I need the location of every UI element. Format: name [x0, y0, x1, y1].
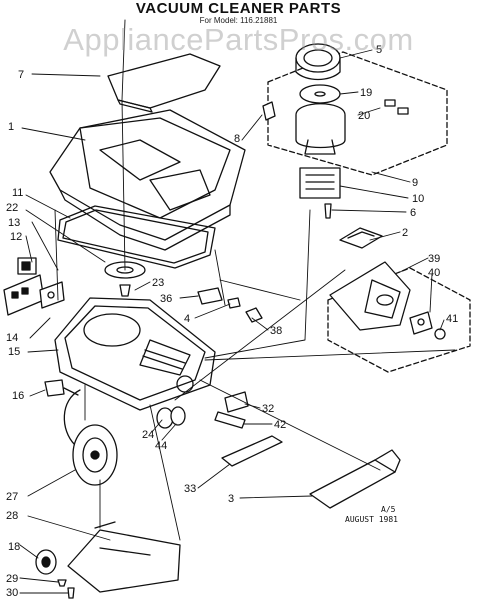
- part-switch-12: [17, 257, 37, 275]
- part-filter-pad: [339, 227, 383, 249]
- part-latch-32: [224, 391, 249, 413]
- part-wheel: [35, 549, 57, 575]
- watermark-text: AppliancePartsPros.com: [63, 22, 414, 57]
- callout-27: 27: [6, 491, 18, 503]
- callout-32: 32: [262, 403, 274, 415]
- part-8: [262, 101, 276, 121]
- revision-date: AUGUST 1981: [345, 515, 398, 524]
- callout-6: 6: [410, 207, 416, 219]
- callout-20: 20: [358, 110, 370, 122]
- part-hood: [49, 109, 246, 251]
- part-fan-cover: [295, 43, 341, 81]
- callout-38: 38: [270, 325, 282, 337]
- callout-1: 1: [8, 121, 14, 133]
- callout-13: 13: [8, 217, 20, 229]
- part-brushes: [384, 99, 409, 115]
- callout-33: 33: [184, 483, 196, 495]
- model-number: For Model: 116.21881: [199, 16, 278, 25]
- part-fan-disc: [299, 84, 341, 104]
- part-screw-6: [324, 203, 332, 219]
- part-board-13: [3, 274, 45, 316]
- part-36: [197, 287, 223, 305]
- part-knob: [434, 328, 446, 340]
- callout-14: 14: [6, 332, 18, 344]
- blower-group-box: [327, 267, 471, 373]
- callout-40: 40: [428, 267, 440, 279]
- callout-24: 24: [142, 429, 154, 441]
- callout-41: 41: [446, 313, 458, 325]
- part-38: [245, 307, 263, 323]
- callout-23: 23: [152, 277, 164, 289]
- part-lid: [107, 53, 221, 113]
- sheet-code: A/5: [381, 505, 396, 514]
- part-base: [54, 297, 216, 411]
- callout-10: 10: [412, 193, 424, 205]
- part-bottom-plate: [67, 521, 181, 593]
- callout-7: 7: [18, 69, 24, 81]
- part-4: [227, 297, 241, 309]
- callout-18: 18: [8, 541, 20, 553]
- part-cord-reel: [63, 389, 118, 486]
- diagram-title: VACUUM CLEANER PARTS: [135, 0, 342, 17]
- part-gasket: [57, 205, 216, 269]
- callout-12: 12: [10, 231, 22, 243]
- part-board-14: [39, 281, 65, 309]
- callout-4: 4: [184, 313, 190, 325]
- callout-30: 30: [6, 587, 18, 599]
- callout-19: 19: [360, 87, 372, 99]
- callout-39: 39: [428, 253, 440, 265]
- part-motor: [295, 103, 346, 155]
- part-plug: [44, 379, 79, 397]
- callout-29: 29: [6, 573, 18, 585]
- callout-28: 28: [6, 510, 18, 522]
- assembly-lines: [19, 19, 456, 594]
- callout-44: 44: [155, 440, 167, 452]
- callout-22: 22: [6, 202, 18, 214]
- callout-15: 15: [8, 346, 20, 358]
- drawing-date: A/5 AUGUST 1981: [345, 505, 455, 525]
- part-caster-44: [170, 406, 186, 426]
- callout-8: 8: [234, 133, 240, 145]
- callout-labels: 7111221312141516272818293051982091062394…: [6, 44, 458, 599]
- callout-11: 11: [12, 187, 23, 199]
- callout-9: 9: [412, 177, 418, 189]
- part-bumper: [309, 449, 401, 509]
- part-screw-30: [67, 587, 75, 599]
- callout-16: 16: [12, 390, 24, 402]
- motor-group-box: [267, 51, 448, 176]
- callout-3: 3: [228, 493, 234, 505]
- callout-5: 5: [376, 44, 382, 56]
- part-motor-mount: [299, 167, 341, 199]
- callout-36: 36: [160, 293, 172, 305]
- callout-42: 42: [274, 419, 286, 431]
- callout-2: 2: [402, 227, 408, 239]
- part-screw-29: [57, 579, 67, 587]
- part-latch-42: [214, 411, 246, 429]
- part-handle-bar: [221, 435, 283, 467]
- part-bag-housing: [329, 261, 411, 331]
- part-door: [409, 311, 433, 335]
